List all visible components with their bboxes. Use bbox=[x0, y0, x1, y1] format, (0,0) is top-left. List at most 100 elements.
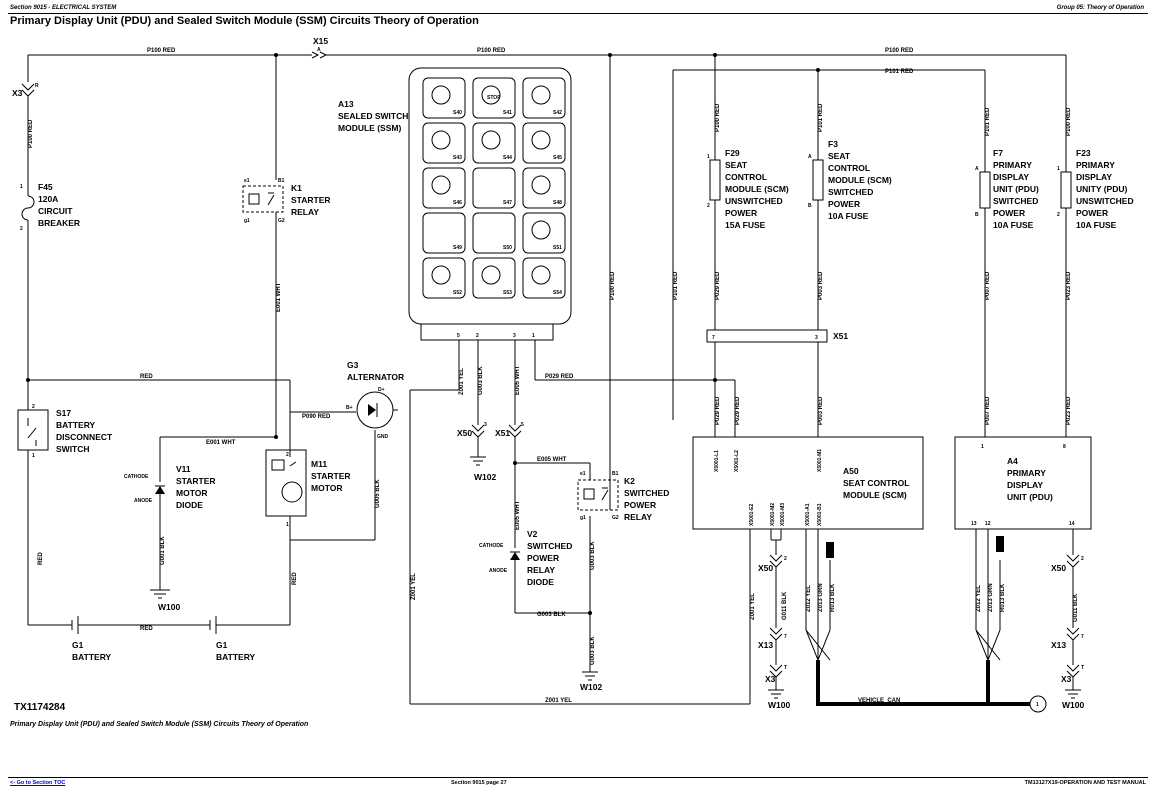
ssm-key-s44 bbox=[472, 122, 516, 164]
a4-pdu-box bbox=[954, 436, 1092, 699]
f23-line-6: POWER bbox=[1076, 208, 1108, 218]
wire-label-z001-ssm: Z001 YEL bbox=[459, 368, 465, 395]
ssm-key-label-s50: S50 bbox=[503, 245, 512, 251]
wire-label-red-m11: RED bbox=[292, 572, 298, 585]
k1-line-2: STARTER bbox=[291, 195, 331, 205]
g3-bplus: B+ bbox=[346, 405, 353, 411]
fuses bbox=[709, 150, 1072, 437]
s17-line-3: DISCONNECT bbox=[56, 432, 113, 442]
figure-caption: Primary Display Unit (PDU) and Sealed Sw… bbox=[10, 721, 309, 728]
f3-line-6: POWER bbox=[828, 199, 860, 209]
ssm-key-icon-s51 bbox=[531, 220, 551, 240]
wire-label-g005: G005 BLK bbox=[375, 479, 381, 508]
k1-pin-g1: g1 bbox=[244, 218, 250, 224]
wire-label-p029-upper: P029 RED bbox=[715, 271, 721, 300]
a50-label: A50 SEAT CONTROL MODULE (SCM) bbox=[843, 466, 912, 500]
f7-line-3: DISPLAY bbox=[993, 172, 1029, 182]
g1-left-line-2: BATTERY bbox=[72, 652, 112, 662]
f29-line-4: MODULE (SCM) bbox=[725, 184, 789, 194]
k1-pin-g2: G2 bbox=[278, 218, 285, 224]
ssm-key-label-s47: S47 bbox=[503, 200, 512, 206]
wire-label-p101-f3: P101 RED bbox=[818, 103, 824, 132]
wire-label-red-left: RED bbox=[38, 552, 44, 565]
f7-line-6: POWER bbox=[993, 208, 1025, 218]
wire-label-p029-l2: P029 RED bbox=[735, 396, 741, 425]
ground-w100-a50: W100 bbox=[768, 700, 790, 710]
ssm-key-label-s41: S41 bbox=[503, 110, 512, 116]
header-left: Section 9015 - ELECTRICAL SYSTEM bbox=[10, 5, 117, 11]
p100-bus bbox=[27, 51, 1067, 180]
s17-pin1: 1 bbox=[32, 453, 35, 459]
x51-mid-pin: 5 bbox=[521, 422, 524, 428]
k2-label: K2 SWITCHED POWER RELAY bbox=[624, 476, 672, 522]
ssm-pin-2: 2 bbox=[476, 333, 479, 339]
v11-line-1: V11 bbox=[176, 464, 191, 474]
ssm-key-label-s46: S46 bbox=[453, 200, 462, 206]
wire-label-red-bottom: RED bbox=[140, 626, 153, 632]
ssm-key-label-s44: S44 bbox=[503, 155, 512, 161]
wire-label-p100-f29: P100 RED bbox=[715, 103, 721, 132]
x13-a50-pin: 7 bbox=[784, 634, 787, 640]
wire-label-z013-a4: Z013 GRN bbox=[988, 583, 994, 612]
k2-relay-symbol bbox=[577, 53, 619, 511]
ssm-key-label-s45: S45 bbox=[553, 155, 562, 161]
wire-label-p003-lower: P003 RED bbox=[818, 396, 824, 425]
x3-pin-r: R bbox=[35, 83, 39, 89]
toc-link[interactable]: <- Go to Section TOC bbox=[10, 780, 66, 786]
a4-pin-12: 12 bbox=[985, 521, 991, 527]
k1-label: K1 STARTER RELAY bbox=[291, 183, 333, 217]
left-chain bbox=[17, 83, 291, 634]
connector-x3-top: X3 bbox=[12, 88, 23, 98]
ssm-key-s52 bbox=[422, 257, 466, 299]
k1-line-3: RELAY bbox=[291, 207, 319, 217]
g1-right-line-2: BATTERY bbox=[216, 652, 256, 662]
wire-label-g001: G001 BLK bbox=[160, 536, 166, 565]
f45-pin1: 1 bbox=[20, 184, 23, 190]
a4-pin-13: 13 bbox=[971, 521, 977, 527]
a4-line-2: PRIMARY bbox=[1007, 468, 1046, 478]
wire-label-p023-lower: P023 RED bbox=[1066, 396, 1072, 425]
v2-anode: ANODE bbox=[489, 568, 508, 574]
k2-pin-g2: G2 bbox=[612, 515, 619, 521]
s17-pin2: 2 bbox=[32, 404, 35, 410]
wire-label-g003-k2: G003 BLK bbox=[590, 541, 596, 570]
ssm-key-label-s42: S42 bbox=[553, 110, 562, 116]
a50-pin-m2: X5001-M2 bbox=[770, 503, 776, 526]
ssm-key-label-s48: S48 bbox=[553, 200, 562, 206]
f45-label: F45 120A CIRCUIT BREAKER bbox=[38, 182, 80, 228]
f3-label: F3 SEAT CONTROL MODULE (SCM) SWITCHED PO… bbox=[828, 139, 894, 221]
g1-left-line-1: G1 bbox=[72, 640, 84, 650]
wire-label-p003-upper: P003 RED bbox=[818, 271, 824, 300]
ssm-pin-1: 1 bbox=[532, 333, 535, 339]
s17-line-2: BATTERY bbox=[56, 420, 96, 430]
wire-label-p100-left: P100 RED bbox=[28, 119, 34, 148]
a4-pin-14: 14 bbox=[1069, 521, 1075, 527]
ssm-key-label-s53: S53 bbox=[503, 290, 512, 296]
ssm-pin-5: 5 bbox=[457, 333, 460, 339]
x50-x51-mid bbox=[470, 424, 598, 681]
ssm-key-s54 bbox=[522, 257, 566, 299]
ssm-key-icon-s54 bbox=[531, 265, 551, 285]
k1-pin-e1: e1 bbox=[244, 178, 250, 184]
a4-pin-1: 1 bbox=[981, 444, 984, 450]
m11-line-2: STARTER bbox=[311, 471, 351, 481]
a50-line-1: A50 bbox=[843, 466, 859, 476]
f3-line-4: MODULE (SCM) bbox=[828, 175, 892, 185]
a13-label: A13 SEALED SWITCH MODULE (SSM) bbox=[338, 99, 411, 133]
p101-bus bbox=[672, 68, 986, 420]
ssm-key-s49 bbox=[422, 212, 466, 254]
wire-label-z012-a50: Z012 YEL bbox=[806, 585, 812, 612]
v2-cathode: CATHODE bbox=[479, 543, 504, 549]
v11-line-4: DIODE bbox=[176, 500, 203, 510]
wire-label-p100-b: P100 RED bbox=[477, 48, 506, 54]
x3-a4-pin: T bbox=[1081, 665, 1084, 671]
ssm-key-icon-s43 bbox=[431, 130, 451, 150]
wire-label-p101-f7: P101 RED bbox=[985, 107, 991, 136]
v11-line-2: STARTER bbox=[176, 476, 216, 486]
wire-label-p101-vertical: P101 RED bbox=[673, 271, 679, 300]
wire-label-p100-a: P100 RED bbox=[147, 48, 176, 54]
f29-pin2: 2 bbox=[707, 203, 710, 209]
wire-label-p029-l1: P029 RED bbox=[715, 396, 721, 425]
ssm-key-label-s43: S43 bbox=[453, 155, 462, 161]
wire-label-r013-a4: R013 BLK bbox=[1000, 583, 1006, 612]
